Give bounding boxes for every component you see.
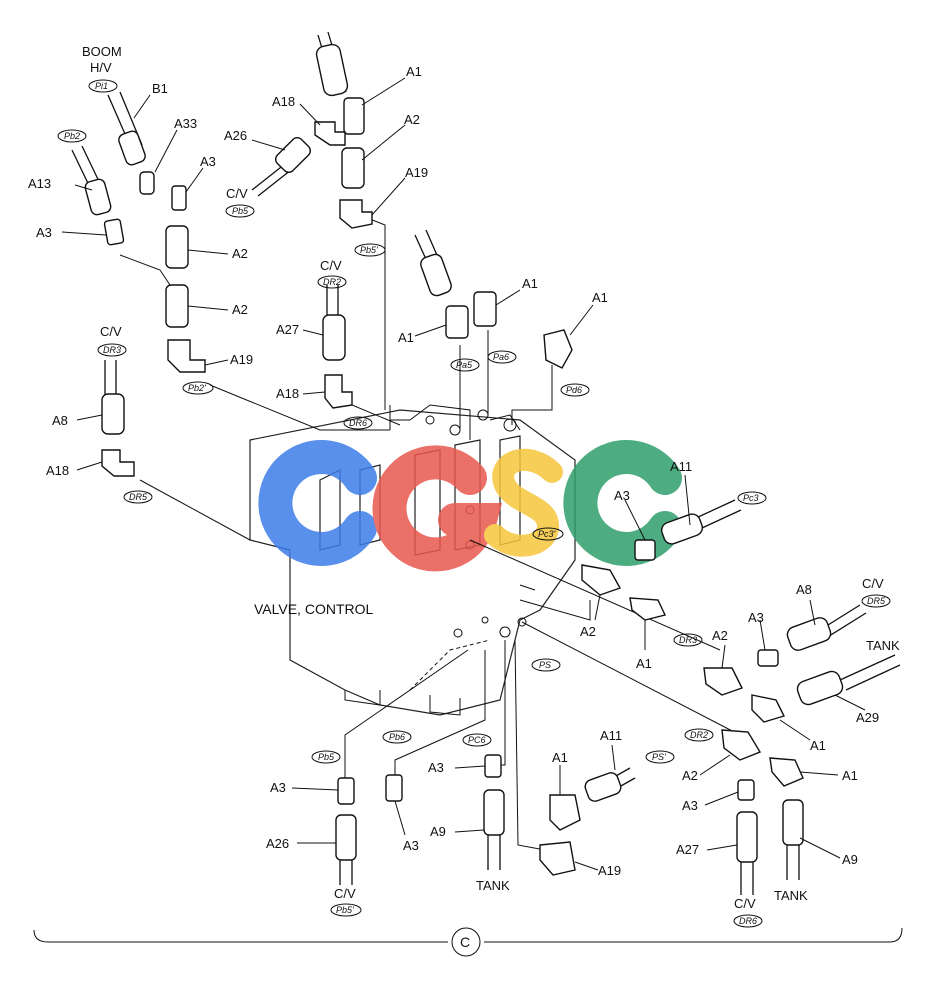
- label-cv-dr5: C/V: [862, 576, 884, 591]
- label-tank-bottom: TANK: [476, 878, 510, 893]
- label-a3-bottom-mid: A3: [403, 838, 419, 853]
- label-a3-top: A3: [200, 154, 216, 169]
- label-a18-mid: A18: [276, 386, 299, 401]
- label-a8-right: A8: [796, 582, 812, 597]
- tag-pc6: PC6: [468, 735, 486, 745]
- label-leaders: [61, 77, 866, 871]
- tag-psp: PS': [652, 752, 666, 762]
- label-a13: A13: [28, 176, 51, 191]
- label-a2-right: A2: [712, 628, 728, 643]
- tag-pb5-bottom: Pb5: [318, 752, 335, 762]
- label-b1: B1: [152, 81, 168, 96]
- watermark-letter-2: [372, 445, 503, 572]
- label-a3-bottom-right: A3: [682, 798, 698, 813]
- tag-pb2p: Pb2': [188, 383, 206, 393]
- watermark-letter-1: [258, 440, 377, 566]
- port-tags: Pi1 Pb2 Pb2' Pb5 Pb5' DR2 DR3 DR5 DR6 Pa…: [57, 79, 891, 928]
- tag-pc3p: Pc3': [538, 529, 556, 539]
- tag-ps: PS: [539, 660, 551, 670]
- label-tank-bottom-right: TANK: [774, 888, 808, 903]
- tag-pb5p-bottom: Pb5': [336, 905, 354, 915]
- label-a3-right: A3: [614, 488, 630, 503]
- label-a11-bottom: A11: [600, 728, 622, 743]
- bottom-brace: C: [33, 927, 903, 957]
- label-a1-pa6: A1: [522, 276, 538, 291]
- tag-pc3: Pc3: [743, 493, 759, 503]
- label-a1-bottom-right: A1: [842, 768, 858, 783]
- label-a19-left: A19: [230, 352, 253, 367]
- label-a2-bottom-right: A2: [682, 768, 698, 783]
- label-cv-dr6: C/V: [734, 896, 756, 911]
- tag-dr3-left: DR3: [103, 345, 121, 355]
- label-a3-left: A3: [36, 225, 52, 240]
- label-cv-pb5p: C/V: [334, 886, 356, 901]
- label-a1-bottom-center: A1: [552, 750, 568, 765]
- label-a1-right-upper: A1: [636, 656, 652, 671]
- part-labels: BOOM H/V B1 A33 A3 A13 A3 A2 A2 A19 C/V …: [28, 44, 900, 911]
- label-a27-bottom: A27: [676, 842, 699, 857]
- label-cv-dr2: C/V: [320, 258, 342, 273]
- label-a29: A29: [856, 710, 879, 725]
- tag-dr2-mid: DR2: [323, 277, 341, 287]
- label-cv-pb5: C/V: [226, 186, 248, 201]
- label-a1-right-lower: A1: [810, 738, 826, 753]
- label-a1-top: A1: [406, 64, 422, 79]
- piping-lines: [119, 214, 741, 851]
- tag-pa6: Pa6: [493, 352, 509, 362]
- label-a2-upper: A2: [232, 246, 248, 261]
- tag-pb6: Pb6: [389, 732, 405, 742]
- label-a18-left: A18: [46, 463, 69, 478]
- label-a2-top: A2: [404, 112, 420, 127]
- watermark-letter-4: [563, 440, 682, 566]
- label-valve-control: VALVE, CONTROL: [254, 601, 374, 617]
- label-a9-right: A9: [842, 852, 858, 867]
- tag-pb5-top: Pb5: [232, 206, 249, 216]
- label-a3-bottom-center: A3: [428, 760, 444, 775]
- label-a18-top: A18: [272, 94, 295, 109]
- label-a1-pa5: A1: [398, 330, 414, 345]
- label-a9-bottom: A9: [430, 824, 446, 839]
- label-a3-far-right: A3: [748, 610, 764, 625]
- label-tank-right: TANK: [866, 638, 900, 653]
- fittings: [71, 31, 901, 895]
- tag-pd6: Pd6: [566, 385, 582, 395]
- tag-dr3-right: DR3: [679, 635, 697, 645]
- label-a27-mid: A27: [276, 322, 299, 337]
- label-hv: H/V: [90, 60, 112, 75]
- label-a3-bottom-left: A3: [270, 780, 286, 795]
- label-cv-dr3: C/V: [100, 324, 122, 339]
- tag-pi1: Pi1: [95, 81, 108, 91]
- label-a2-right-upper: A2: [580, 624, 596, 639]
- tag-pb2: Pb2: [64, 131, 80, 141]
- label-boom: BOOM: [82, 44, 122, 59]
- label-a11-right: A11: [670, 459, 692, 474]
- watermark-letter-3: [484, 448, 563, 557]
- tag-dr5-right: DR5: [867, 596, 886, 606]
- label-circle-c: C: [460, 934, 470, 950]
- label-a26-bottom: A26: [266, 836, 289, 851]
- tag-dr6-bottom: DR6: [739, 916, 757, 926]
- tag-dr2-right: DR2: [690, 730, 708, 740]
- tag-pa5: Pa5: [456, 360, 473, 370]
- label-a8-left: A8: [52, 413, 68, 428]
- label-a2-lower: A2: [232, 302, 248, 317]
- tag-dr5-left: DR5: [129, 492, 148, 502]
- label-a33: A33: [174, 116, 197, 131]
- label-a26-top: A26: [224, 128, 247, 143]
- label-a19-top: A19: [405, 165, 428, 180]
- tag-pb5p-top: Pb5': [360, 245, 378, 255]
- label-a1-pd6: A1: [592, 290, 608, 305]
- tag-dr6-mid: DR6: [349, 418, 367, 428]
- label-a19-bottom: A19: [598, 863, 621, 878]
